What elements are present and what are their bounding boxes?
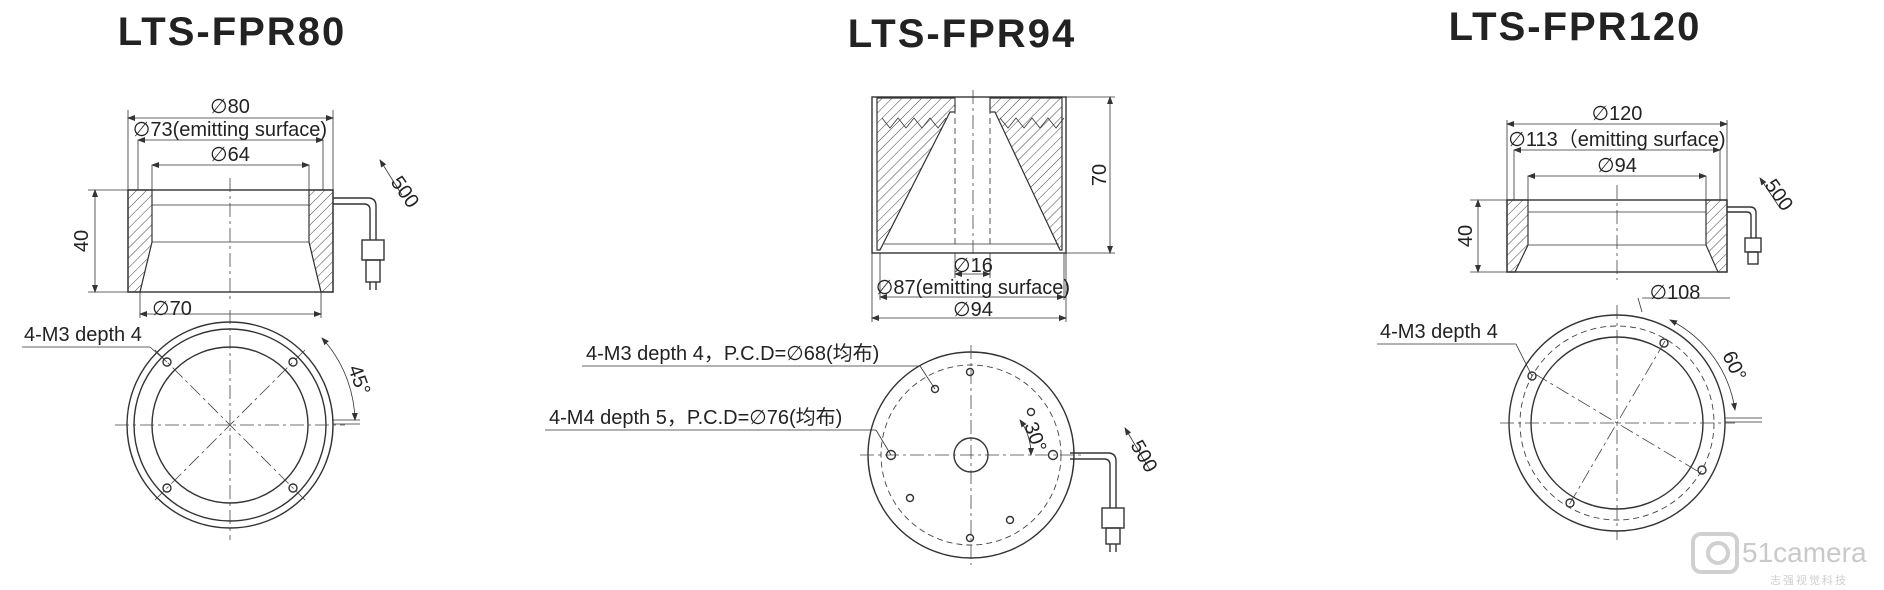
- m3-mounting-note: 4-M3 depth 4，P.C.D=∅68(均布): [586, 342, 879, 365]
- model-title: LTS-FPR80: [118, 10, 346, 54]
- model-title: LTS-FPR94: [848, 12, 1076, 56]
- led-array: [881, 117, 1065, 129]
- cable-length-label: 500: [1126, 437, 1162, 477]
- bottom-diameter-label: ∅70: [152, 298, 192, 320]
- height-label: 70: [1089, 164, 1111, 186]
- height-label: 40: [71, 230, 93, 252]
- model-fpr94: LTS-FPR94 70 ∅16: [545, 12, 1161, 565]
- outer-diameter-label: ∅94: [953, 299, 993, 321]
- emitting-diameter-label: ∅87(emitting surface): [876, 277, 1070, 299]
- angle-label: 30°: [1019, 419, 1050, 455]
- outer-diameter-label: ∅120: [1592, 103, 1643, 125]
- m4-mounting-note: 4-M4 depth 5，P.C.D=∅76(均布): [549, 406, 842, 429]
- model-fpr80: LTS-FPR80 500 ∅80: [22, 10, 423, 540]
- inner-diameter-label: ∅94: [1597, 155, 1637, 177]
- bottom-view: 60° 4-M3 depth 4: [1377, 305, 1762, 540]
- emitting-diameter-label: ∅113（emitting surface): [1508, 128, 1725, 151]
- angle-label: 60°: [1717, 348, 1750, 385]
- side-view: 70 ∅16 ∅87(emitting surface) ∅94: [871, 90, 1115, 322]
- bottom-diameter-label: ∅108: [1650, 282, 1701, 304]
- outer-diameter-label: ∅80: [210, 96, 250, 118]
- bottom-view: 45° 4-M3 depth 4: [22, 310, 374, 540]
- side-view: 500 ∅80 ∅73(emitting surface) ∅64 40 ∅70: [71, 96, 423, 320]
- inner-diameter-label: ∅64: [210, 144, 250, 166]
- model-fpr120: LTS-FPR120 500 ∅120 ∅113（emitting surf: [1377, 5, 1797, 540]
- camera-icon: [1691, 532, 1739, 574]
- model-title: LTS-FPR120: [1449, 5, 1702, 49]
- mounting-note: 4-M3 depth 4: [24, 324, 142, 346]
- watermark-tagline: 志强视觉科技: [1770, 573, 1848, 587]
- mounting-note: 4-M3 depth 4: [1380, 321, 1498, 343]
- side-view: 500 ∅120 ∅113（emitting surface) ∅94 40 ∅…: [1455, 103, 1797, 313]
- height-label: 40: [1455, 225, 1477, 247]
- angle-label: 45°: [343, 362, 374, 398]
- emitting-diameter-label: ∅73(emitting surface): [133, 119, 327, 141]
- hole-diameter-label: ∅16: [953, 255, 993, 277]
- bottom-view: 30° 500 4-M3 depth 4，P.C.D=∅68(均布) 4-M4 …: [545, 342, 1161, 565]
- watermark-brand: 51camera: [1742, 537, 1867, 568]
- watermark-logo: 51camera 志强视觉科技: [1691, 532, 1867, 587]
- cable-length-label: 500: [1760, 175, 1797, 215]
